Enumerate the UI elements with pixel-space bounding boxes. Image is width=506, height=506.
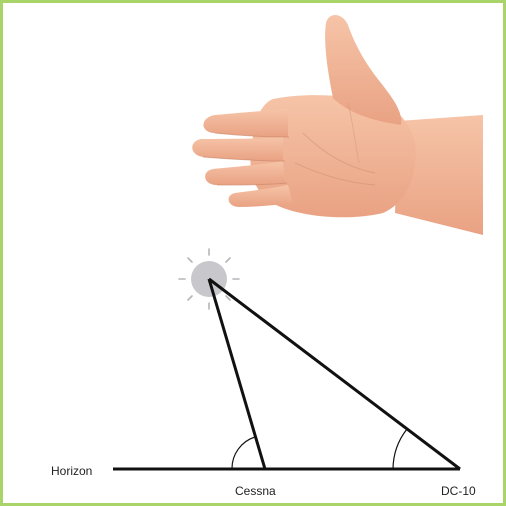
cessna-angle-arc [232, 437, 255, 469]
dc10-angle-arc [393, 429, 407, 469]
cessna-sightline [209, 279, 265, 469]
hand-image [192, 15, 483, 235]
cessna-label: Cessna [235, 484, 276, 498]
horizon-label: Horizon [51, 464, 92, 478]
sightline-triangle [113, 279, 460, 469]
diagram-canvas: Horizon Cessna DC-10 [3, 3, 503, 503]
dc10-label: DC-10 [441, 484, 476, 498]
